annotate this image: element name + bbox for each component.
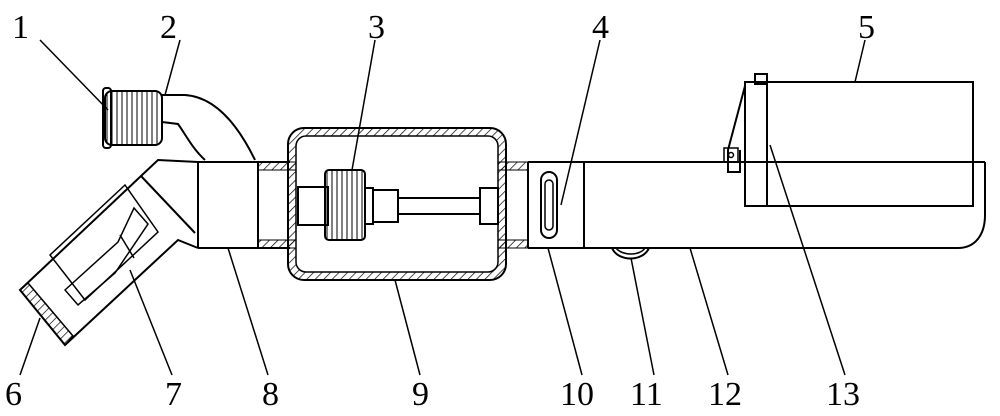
bent-inlet-pipe xyxy=(162,95,255,160)
nozzle-head xyxy=(20,160,198,345)
label-4: 4 xyxy=(592,9,609,46)
label-6: 6 xyxy=(5,376,22,413)
connector-tube xyxy=(198,162,290,248)
push-button xyxy=(612,248,649,259)
label-8: 8 xyxy=(262,376,279,413)
label-12: 12 xyxy=(708,376,742,413)
label-2: 2 xyxy=(160,9,177,46)
label-1: 1 xyxy=(12,9,29,46)
knurled-cap xyxy=(103,88,162,148)
label-9: 9 xyxy=(412,376,429,413)
label-13: 13 xyxy=(826,376,860,413)
label-10: 10 xyxy=(560,376,594,413)
label-5: 5 xyxy=(858,9,875,46)
latch xyxy=(724,86,745,172)
label-11: 11 xyxy=(630,376,663,413)
slot-switch xyxy=(541,172,557,238)
label-7: 7 xyxy=(165,376,182,413)
collection-box xyxy=(745,74,973,206)
label-3: 3 xyxy=(368,9,385,46)
